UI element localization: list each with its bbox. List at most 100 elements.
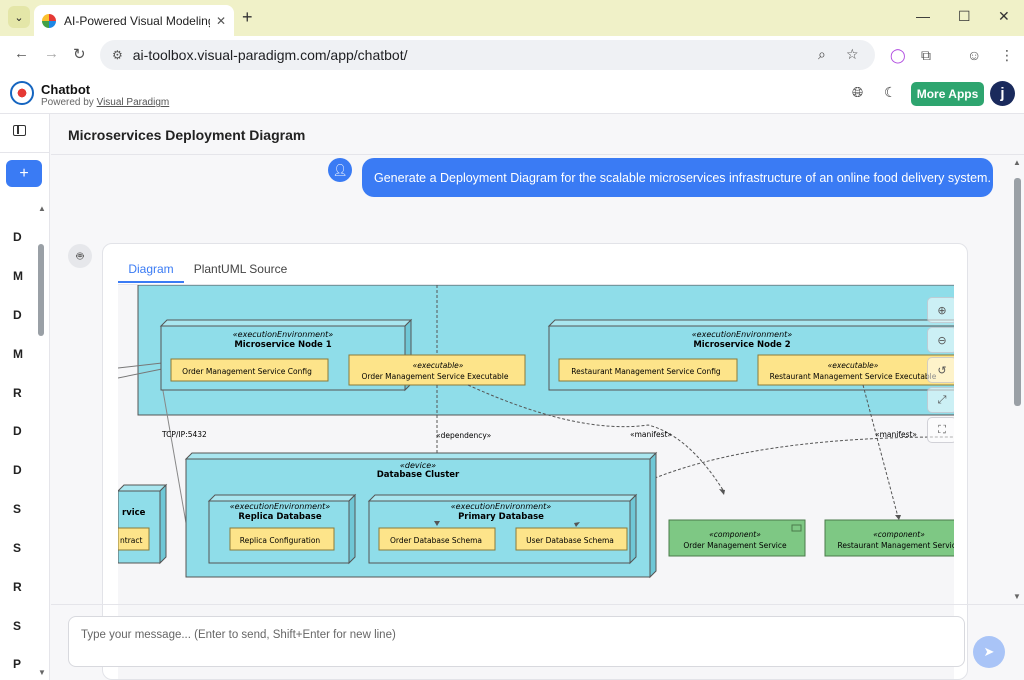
history-item[interactable]: M — [13, 347, 23, 361]
history-item[interactable]: D — [13, 463, 22, 477]
globe-icon[interactable]: 🌐︎ — [852, 84, 863, 101]
history-item[interactable]: R — [13, 580, 22, 594]
menu-kebab-icon[interactable]: ⋮ — [1000, 47, 1014, 64]
left-partial-node — [118, 491, 160, 563]
divider — [0, 152, 50, 153]
user-icon: 👤︎ — [328, 158, 352, 182]
history-item[interactable]: R — [13, 386, 22, 400]
sidebar-toggle-icon[interactable] — [13, 125, 26, 136]
node2-name: Microservice Node 2 — [693, 340, 790, 350]
visual-paradigm-logo — [10, 81, 34, 105]
user-avatar[interactable]: j — [990, 81, 1015, 106]
scroll-down-arrow[interactable]: ▼ — [38, 668, 46, 677]
favicon-icon — [42, 14, 56, 28]
replica-config-label: Replica Configuration — [240, 536, 321, 545]
reset-view-icon[interactable]: ↺ — [927, 357, 954, 383]
history-item[interactable]: D — [13, 424, 22, 438]
zoom-out-icon[interactable]: ⊖ — [927, 327, 954, 353]
app-header: Chatbot Powered by Visual Paradigm 🌐︎ ☾ … — [0, 74, 1024, 114]
node2-stereotype: «executionEnvironment» — [692, 330, 793, 339]
order-config-label: Order Management Service Config — [182, 367, 312, 376]
browser-tab-bar: ⌄ AI-Powered Visual Modeling Ch ✕ + — ☐ … — [0, 0, 1024, 36]
browser-tab[interactable]: AI-Powered Visual Modeling Ch ✕ — [34, 5, 234, 36]
tab-diagram[interactable]: Diagram — [118, 255, 184, 283]
history-item[interactable]: M — [13, 269, 23, 283]
app-name: Chatbot — [41, 82, 90, 97]
manifest-label-2: «manifest» — [875, 430, 917, 439]
minimize-icon[interactable]: — — [916, 8, 930, 24]
order-exec-label: Order Management Service Executable — [361, 372, 508, 381]
visual-paradigm-link[interactable]: Visual Paradigm — [97, 97, 170, 108]
history-item[interactable]: D — [13, 230, 22, 244]
primary-database-label: Primary Database — [458, 512, 544, 522]
sidebar-scrollbar-thumb[interactable] — [38, 244, 44, 336]
replica-stereotype: «executionEnvironment» — [230, 502, 331, 511]
back-icon[interactable]: ← — [14, 45, 29, 62]
message-input[interactable] — [68, 616, 965, 667]
history-item[interactable]: S — [13, 619, 21, 633]
zoom-in-icon[interactable]: ⊕ — [927, 297, 954, 323]
dependency-label: «dependency» — [436, 431, 492, 440]
history-item[interactable]: D — [13, 308, 22, 322]
new-tab-button[interactable]: + — [242, 8, 253, 26]
primary-stereotype: «executionEnvironment» — [451, 502, 552, 511]
manifest-label-1: «manifest» — [630, 430, 672, 439]
left-partial-title: rvice — [122, 508, 146, 518]
restaurant-component-stereotype: «component» — [873, 530, 925, 539]
order-component-label: Order Management Service — [683, 541, 787, 550]
close-tab-icon[interactable]: ✕ — [216, 14, 226, 28]
zoom-icon[interactable]: ⌕ — [818, 46, 826, 63]
address-bar[interactable]: ⚙ ai-toolbox.visual-paradigm.com/app/cha… — [100, 40, 875, 70]
order-exec-stereotype: «executable» — [413, 361, 464, 370]
history-item[interactable]: S — [13, 502, 21, 516]
restaurant-config-label: Restaurant Management Service Config — [571, 367, 721, 376]
scroll-down-arrow[interactable]: ▼ — [1013, 592, 1021, 601]
chevron-down-icon: ⌄ — [14, 11, 23, 24]
node1-stereotype: «executionEnvironment» — [233, 330, 334, 339]
browser-toolbar: ← → ↻ ⚙ ai-toolbox.visual-paradigm.com/a… — [0, 36, 1024, 74]
history-item[interactable]: S — [13, 541, 21, 555]
maximize-icon[interactable]: ☐ — [958, 8, 971, 25]
extension-circle-icon[interactable]: ◯ — [890, 47, 906, 64]
database-cluster-label: Database Cluster — [377, 470, 460, 480]
reload-icon[interactable]: ↻ — [73, 45, 86, 63]
scroll-up-arrow[interactable]: ▲ — [38, 204, 46, 213]
extensions-puzzle-icon[interactable]: ⧉ — [921, 47, 931, 64]
tab-title: AI-Powered Visual Modeling Ch — [64, 14, 210, 28]
left-partial-artifact-label: ntract — [120, 536, 142, 545]
order-component-stereotype: «component» — [709, 530, 761, 539]
close-window-icon[interactable]: ✕ — [998, 8, 1010, 25]
send-button[interactable]: ➤ — [973, 636, 1005, 668]
chat-main: Microservices Deployment Diagram ▲ ▼ 👤︎ … — [51, 114, 1024, 680]
chat-scrollbar-thumb[interactable] — [1014, 178, 1021, 406]
more-apps-button[interactable]: More Apps — [911, 82, 984, 106]
diagram-response-card: Diagram PlantUML Source «executionEnviro… — [102, 243, 968, 680]
scroll-up-arrow[interactable]: ▲ — [1013, 158, 1021, 167]
node1-name: Microservice Node 1 — [234, 340, 331, 350]
dark-mode-moon-icon[interactable]: ☾ — [884, 84, 897, 101]
order-schema-label: Order Database Schema — [390, 536, 482, 545]
site-info-icon[interactable]: ⚙ — [112, 48, 123, 62]
divider — [51, 154, 1024, 155]
restaurant-exec-stereotype: «executable» — [828, 361, 879, 370]
tcp-label: TCP/IP:5432 — [161, 430, 207, 439]
component-icon — [792, 525, 801, 531]
device-stereotype: «device» — [400, 461, 436, 470]
profile-icon[interactable]: ☺ — [967, 47, 981, 63]
fullscreen-icon[interactable]: ⛶ — [927, 417, 954, 443]
send-paper-plane-icon: ➤ — [984, 644, 995, 660]
history-item[interactable]: P — [13, 657, 21, 671]
restaurant-exec-label: Restaurant Management Service Executable — [770, 372, 937, 381]
bookmark-star-icon[interactable]: ☆ — [846, 46, 859, 63]
user-schema-label: User Database Schema — [526, 536, 614, 545]
chat-history-sidebar: + ▲ D M D M R D D S S R S P ▼ — [0, 114, 50, 680]
bot-icon: 🤖︎ — [68, 244, 92, 268]
page-title: Microservices Deployment Diagram — [68, 127, 305, 143]
forward-icon[interactable]: → — [44, 45, 59, 62]
tab-search-button[interactable]: ⌄ — [8, 6, 30, 28]
url-text: ai-toolbox.visual-paradigm.com/app/chatb… — [133, 47, 408, 63]
new-chat-button[interactable]: + — [6, 160, 42, 187]
fit-to-screen-icon[interactable]: ⤢ — [927, 387, 954, 413]
powered-by: Powered by Visual Paradigm — [41, 97, 169, 108]
tab-plantuml-source[interactable]: PlantUML Source — [193, 255, 288, 283]
